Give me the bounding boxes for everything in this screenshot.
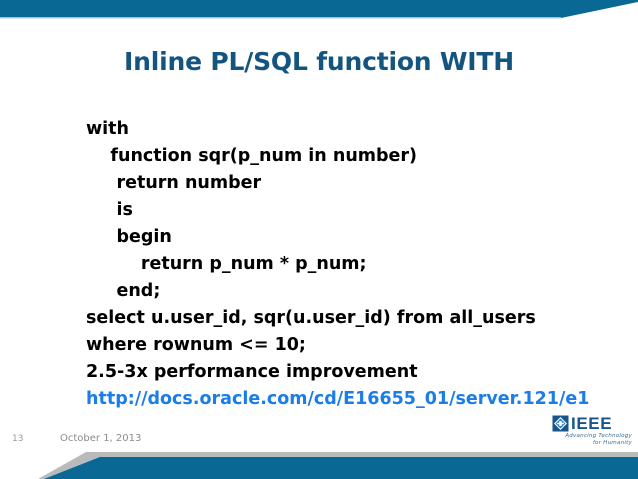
code-line: 2.5-3x performance improvement [86,362,418,382]
footer-date: October 1, 2013 [60,433,142,444]
ieee-tagline-line-1: Advancing Technology [565,433,632,439]
code-line: return p_num * p_num; [86,254,367,274]
ieee-wordmark: IEEE [571,413,613,433]
slide-number: 13 [12,434,24,444]
documentation-link[interactable]: http://docs.oracle.com/cd/E16655_01/serv… [86,389,590,409]
code-block: with function sqr(p_num in number) retur… [86,116,638,413]
code-line: return number [86,173,262,193]
code-line: with [86,119,129,139]
code-line: where rownum <= 10; [86,335,306,355]
code-line: begin [86,227,172,247]
ieee-mark-row: IEEE [552,414,634,432]
top-banner-bar [0,0,638,18]
code-line: select u.user_id, sqr(u.user_id) from al… [86,308,536,328]
ieee-logo: IEEE Advancing Technology for Humanity [552,414,634,446]
top-banner-shadow [0,17,561,19]
ieee-diamond-icon [552,415,569,432]
bottom-accent-blue [44,457,638,479]
ieee-tagline-line-2: for Humanity [592,439,632,446]
page-title: Inline PL/SQL function WITH [124,47,514,76]
code-line: is [86,200,133,220]
code-line: end; [86,281,161,301]
code-line: function sqr(p_num in number) [86,146,418,166]
ieee-tagline: Advancing Technology for Humanity [552,433,634,446]
